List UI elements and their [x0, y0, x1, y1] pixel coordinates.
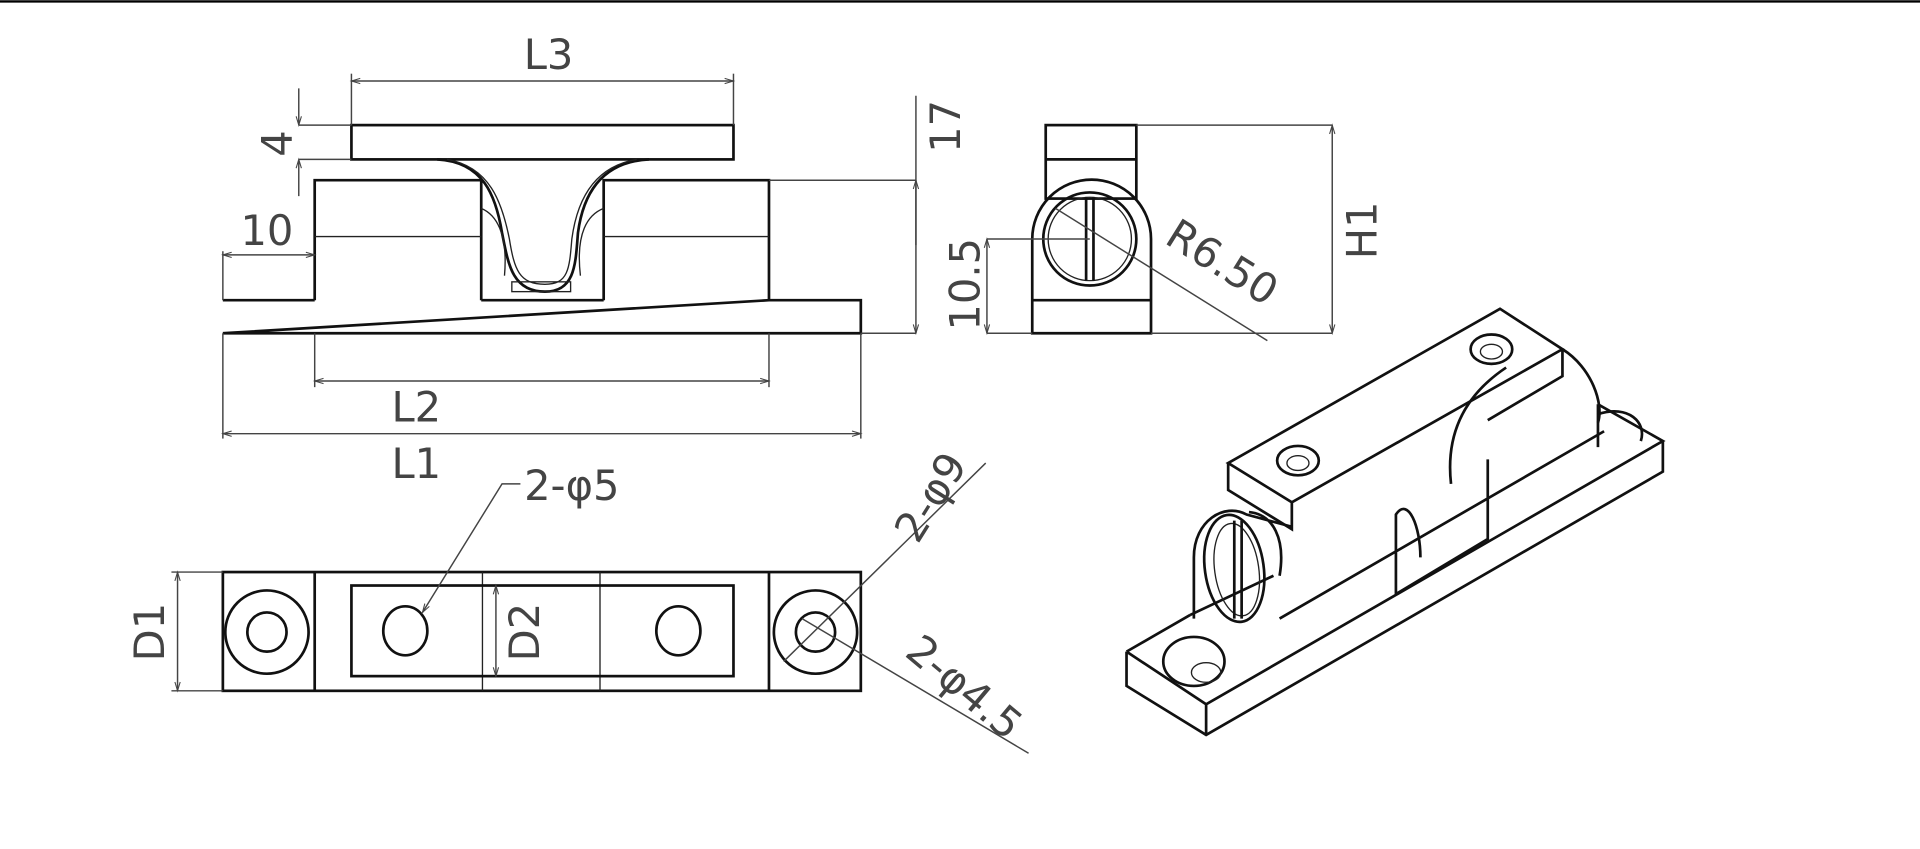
- label-hole-small: 2-φ5: [524, 461, 619, 510]
- dim-thickness: 4: [252, 130, 301, 156]
- dim-step: 10: [240, 206, 293, 255]
- label-counterbore: 2-φ9: [884, 444, 976, 551]
- front-dimensions: L3 4 10 17 L2 L1: [221, 30, 970, 488]
- dim-L3: L3: [524, 30, 574, 79]
- dim-axis-height: 10.5: [941, 238, 990, 331]
- dim-D2: D2: [500, 603, 549, 662]
- top-dimensions: D1 D2 2-φ5 2-φ9 2-φ4.5: [125, 444, 1032, 754]
- side-dimensions: 10.5 H1 R6.50: [941, 123, 1386, 342]
- dim-H1: H1: [1337, 202, 1386, 260]
- isometric-view: [1125, 307, 1666, 737]
- top-view: [221, 570, 863, 693]
- dim-height: 17: [921, 100, 970, 153]
- dim-radius: R6.50: [1158, 209, 1287, 315]
- dim-L2: L2: [391, 382, 441, 431]
- side-view: [1030, 123, 1153, 335]
- dim-D1: D1: [125, 603, 174, 662]
- dim-L1: L1: [391, 439, 441, 488]
- front-view: [222, 123, 863, 335]
